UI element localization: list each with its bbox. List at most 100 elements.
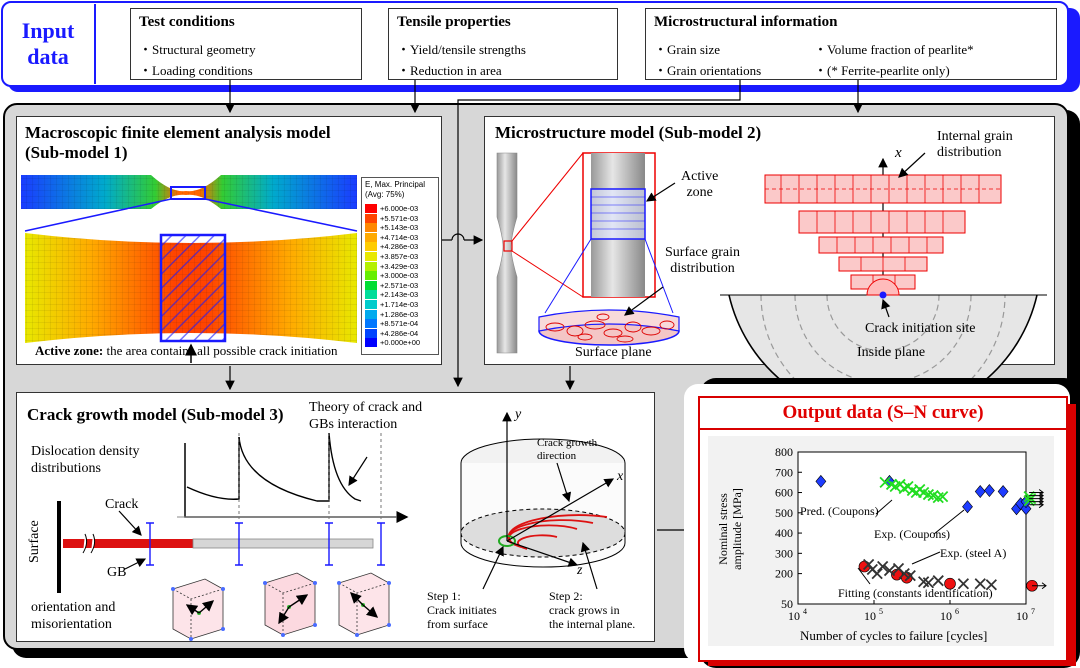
internal-grain-label-line1: Internal grain [937,129,1013,144]
tensile-properties-item: ・Reduction in area [397,63,502,78]
runout-arrow [1032,582,1047,590]
crack-growth-direction-label: Crack growth direction [537,437,597,463]
legend-row: +1.714e-03 [365,300,418,310]
legend-row: +5.571e-03 [365,213,418,224]
data-point-diamond [974,485,986,498]
test-conditions-item: ・Loading conditions [139,63,253,78]
microstructural-item: ・(* Ferrite-pearlite only) [814,63,950,78]
data-point-x [877,560,889,573]
active-zone-caption-text: the area contains all possible crack ini… [103,343,338,358]
y-tick-label: 300 [775,546,793,560]
legend-row: +0.000e+00 [365,338,420,348]
legend-swatch [365,290,377,300]
legend-swatch [365,280,377,290]
legend-swatch [365,338,377,348]
step1-line2: Crack initiates [427,603,497,617]
legend-row: +5.143e-03 [365,223,418,233]
legend-swatch [365,261,377,271]
legend-value: +5.143e-03 [380,223,419,233]
legend-row: +3.429e-03 [365,261,419,272]
dislocation-label-line2: distributions [31,461,102,476]
legend-swatch [365,204,377,213]
active-zone-caption: Active zone: the area contains all possi… [35,343,338,359]
active-zone-label: Active zone [681,169,718,201]
data-point-x [974,578,986,590]
y-tick-label: 50 [781,597,793,611]
annot-leader [875,499,893,515]
active-zone-label-line2: zone [686,185,713,200]
orientation-label-line2: misorientation [31,617,112,632]
y-tick-label: 500 [775,506,793,520]
runout-arrow [1029,498,1044,506]
legend-row: +4.286e-04 [365,328,418,339]
submodel2-panel: Microstructure model (Sub-model 2) [484,116,1055,419]
annot-exp-coupons: Exp. (Coupons) [874,527,950,541]
data-point-diamond [815,474,827,488]
legend-row: +4.714e-03 [365,232,419,243]
submodel3-panel: Crack growth model (Sub-model 3) [16,392,655,642]
legend-swatch [365,242,377,252]
legend-value: +4.286e-03 [380,242,419,252]
step1-line1: Step 1: [427,589,461,603]
microstructural-item: ・Volume fraction of pearlite* [814,42,974,57]
data-point-x [898,567,910,580]
legend-value: +3.857e-03 [380,252,419,261]
input-label-box [4,4,96,84]
input-title: Input data [16,18,80,70]
legend-swatch [365,252,377,261]
axis-x3-label: x [617,469,624,484]
x-tick-exponent: 5 [879,607,883,616]
surface-plane-label: Surface plane [575,345,652,360]
data-point-x [862,558,875,571]
crack-growth-illustration [57,411,626,641]
legend-row: +2.571e-03 [365,280,418,291]
axis-y-label: y [515,407,522,422]
x-tick-label: 10 [864,609,876,623]
data-point-x [871,567,883,580]
legend-value: +8.571e-04 [380,319,419,329]
submodel2-title: Microstructure model (Sub-model 2) [495,123,762,142]
input-title-line1: Input [21,18,75,43]
submodel1-title-line1: Macroscopic finite element analysis mode… [25,123,331,142]
internal-grain-label-line2: distribution [937,145,1002,160]
legend-row: +2.143e-03 [365,290,418,300]
active-zone-label-line1: Active [681,169,719,184]
legend-row: +3.000e-03 [365,271,418,281]
test-conditions-title: Test conditions [139,14,235,30]
theory-label: Theory of crack and GBs interaction [309,399,422,433]
step2-line2: crack grows in [549,603,620,617]
surface-grain-label-line1: Surface grain [665,245,741,260]
annot-fitting: Fitting (constants identification) [838,586,993,600]
legend-swatch [365,271,377,281]
submodel1-title: Macroscopic finite element analysis mode… [25,123,331,163]
legend-value: +6.000e-03 [380,204,419,213]
legend-row: +4.286e-03 [365,242,418,252]
legend-value: +2.143e-03 [380,290,419,300]
data-point-x [957,578,970,590]
x-tick-exponent: 6 [955,607,959,616]
legend-value: +3.000e-03 [380,271,419,281]
gb-label: GB [107,565,127,580]
annot-exp-steel: Exp. (steel A) [940,546,1007,560]
legend-value: +1.286e-03 [380,309,419,319]
axis-z-label: z [577,563,583,578]
legend-title-line2: (Avg: 75%) [365,190,405,199]
surface-label: Surface [27,520,42,563]
runout-arrow [1029,501,1044,509]
dislocation-label-line1: Dislocation density [31,444,140,459]
submodel1-title-line2: (Sub-model 1) [25,143,128,162]
input-title-line2: data [27,44,69,69]
runout-arrow [1029,495,1044,503]
microstructural-title: Microstructural information [654,14,838,30]
data-point-diamond [962,500,973,514]
test-conditions-item: ・Structural geometry [139,42,256,57]
legend-value: +3.429e-03 [380,261,419,271]
data-point-x [936,490,949,503]
legend-value: +4.714e-03 [380,232,419,242]
surface-grain-label: Surface grain distribution [665,245,740,277]
dislocation-label: Dislocation density distributions [31,443,140,477]
submodel3-title: Crack growth model (Sub-model 3) [27,405,284,424]
inside-plane-label: Inside plane [857,345,926,360]
crack-growth-direction-line2: direction [537,450,577,462]
